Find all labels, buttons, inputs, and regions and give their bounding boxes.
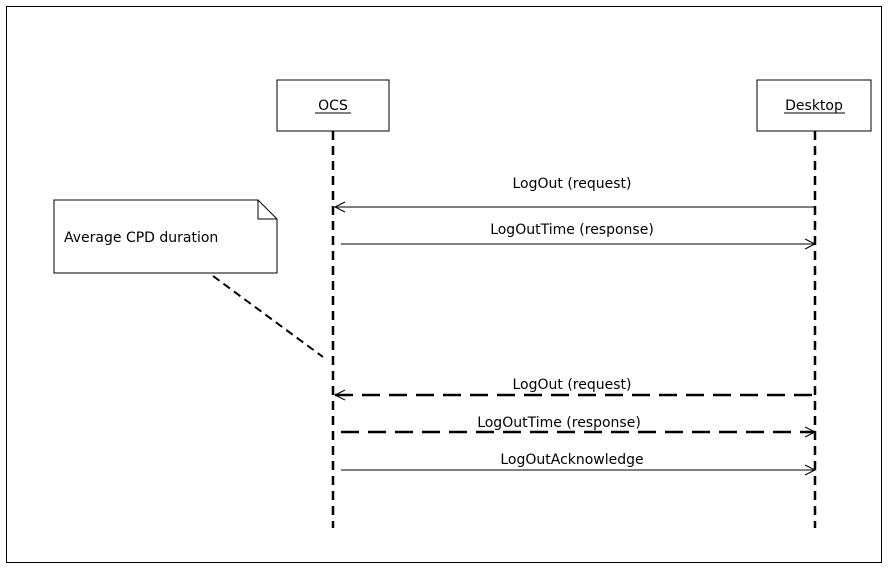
- arrowhead-left-icon: [333, 201, 346, 213]
- message-label: LogOutAcknowledge: [500, 452, 643, 468]
- arrowhead-right-icon: [804, 464, 817, 476]
- participant-ocs: OCS: [276, 79, 390, 132]
- participant-desktop-label: Desktop: [785, 98, 843, 114]
- message-logouttime-response-2: LogOutTime (response): [341, 415, 817, 438]
- message-label: LogOut (request): [513, 176, 632, 192]
- arrowhead-right-icon: [804, 238, 817, 250]
- message-label: LogOutTime (response): [477, 415, 641, 431]
- message-logouttime-response-1: LogOutTime (response): [341, 222, 817, 250]
- participant-desktop: Desktop: [756, 79, 872, 132]
- participant-ocs-label: OCS: [318, 98, 348, 114]
- message-label: LogOut (request): [513, 377, 632, 393]
- message-logout-request-2: LogOut (request): [333, 377, 813, 401]
- note-text: Average CPD duration: [64, 230, 218, 246]
- message-logoutacknowledge: LogOutAcknowledge: [341, 452, 817, 476]
- arrowhead-right-icon: [804, 426, 817, 438]
- diagram-frame: [6, 6, 882, 563]
- note: Average CPD duration: [53, 199, 278, 274]
- note-connector: [212, 275, 324, 358]
- arrowhead-left-icon: [333, 389, 346, 401]
- message-label: LogOutTime (response): [490, 222, 654, 238]
- message-logout-request-1: LogOut (request): [333, 176, 815, 213]
